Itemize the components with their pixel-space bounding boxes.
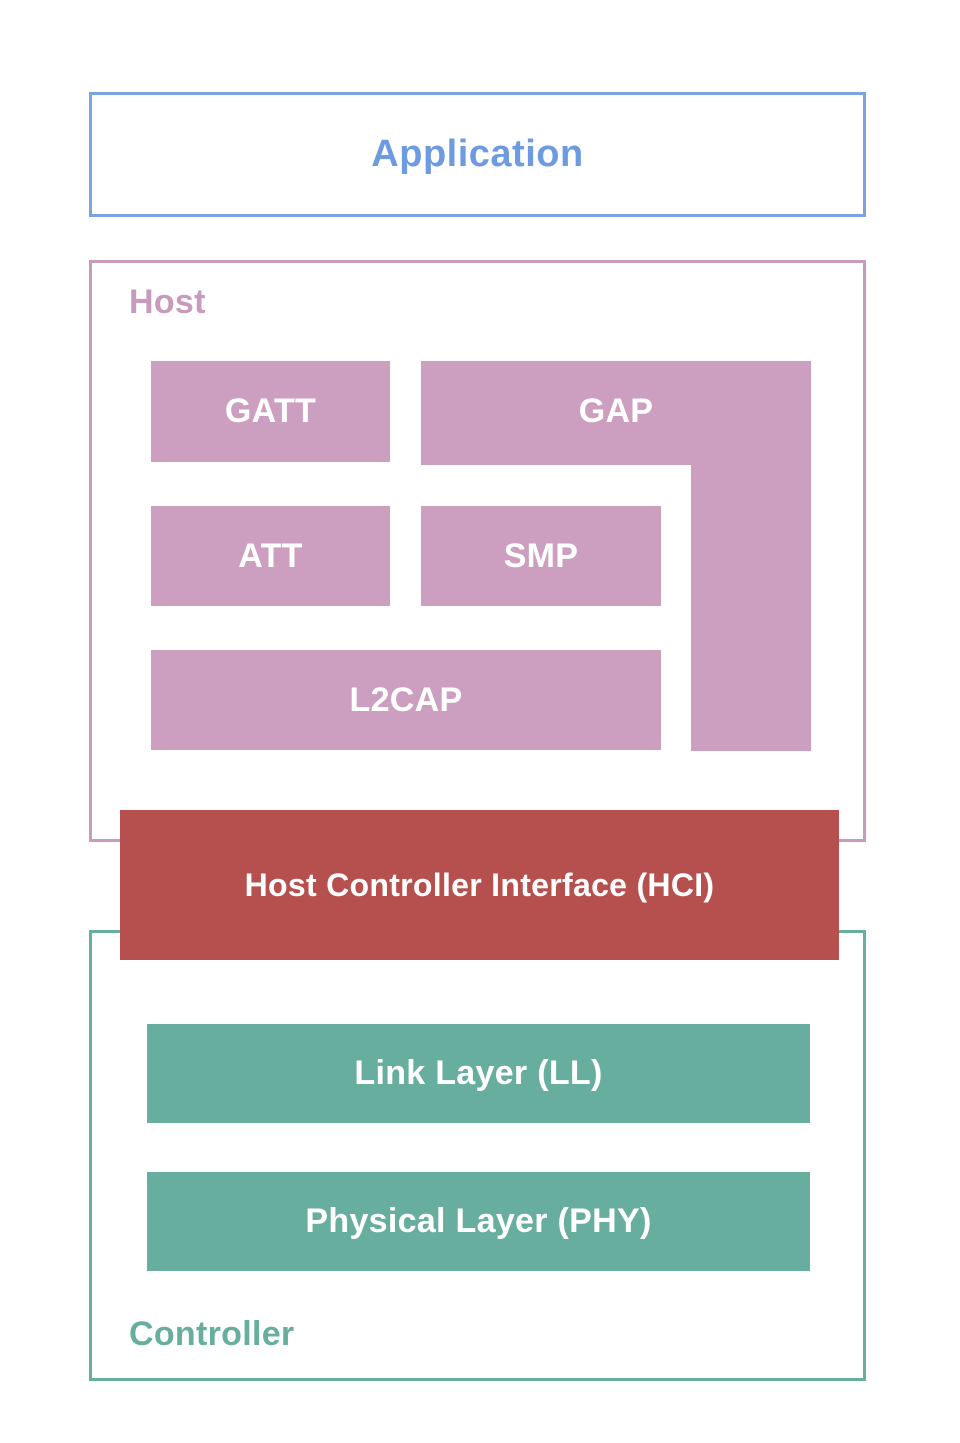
application-layer-box: Application — [89, 92, 866, 217]
controller-section-title: Controller — [129, 1315, 295, 1353]
controller-layer-box — [89, 930, 866, 1381]
block-gatt: GATT — [151, 361, 390, 462]
block-gap-label: GAP — [578, 392, 654, 430]
block-att: ATT — [151, 506, 390, 606]
block-link-layer: Link Layer (LL) — [147, 1024, 810, 1123]
block-gap-top — [421, 361, 811, 465]
block-physical-layer: Physical Layer (PHY) — [147, 1172, 810, 1271]
block-host-controller-interface: Host Controller Interface (HCI) — [120, 810, 839, 960]
host-section-title: Host — [129, 283, 206, 321]
block-l2cap: L2CAP — [151, 650, 661, 750]
application-label: Application — [371, 133, 584, 175]
block-smp: SMP — [421, 506, 661, 606]
